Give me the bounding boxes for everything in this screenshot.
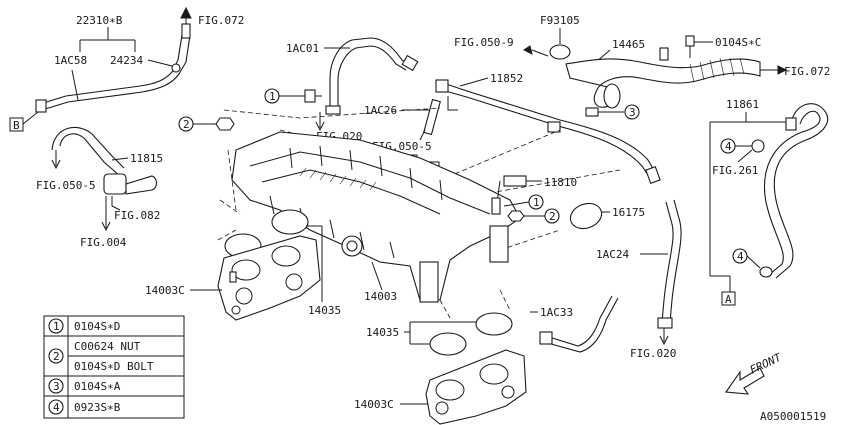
- label-fig004: FIG.004: [80, 236, 127, 249]
- ref-circle-1-upper: 1: [269, 90, 276, 103]
- label-16175: 16175: [612, 206, 645, 219]
- ref-circle-4-upper: 4: [725, 140, 732, 153]
- label-24234: 24234: [110, 54, 143, 67]
- legend-num-1: 1: [53, 320, 60, 333]
- ref-circle-2-upper: 2: [183, 118, 190, 131]
- label-14035-upper: 14035: [308, 304, 341, 317]
- bolt-callout-1-upper: 1: [264, 88, 322, 104]
- throttle-body-lower: 14035 14003C: [354, 289, 527, 425]
- gasket-16175: 16175: [569, 202, 645, 230]
- label-front: FRONT: [748, 350, 785, 376]
- ref-circle-4-lower: 4: [737, 250, 744, 263]
- ref-b-left: B: [13, 119, 20, 132]
- nut-callout-2-lower: 2: [507, 208, 560, 224]
- bolt-callout-3: 3: [585, 104, 640, 120]
- label-1ac24: 1AC24: [596, 248, 629, 261]
- ref-circle-1-lower: 1: [533, 196, 540, 209]
- legend-text-2b: 0104S∗D BOLT: [74, 360, 154, 373]
- label-1ac26: 1AC26: [364, 104, 397, 117]
- hose-11861: 11861 4 FIG.261 4 A: [709, 98, 829, 306]
- label-14003c-lower: 14003C: [354, 398, 394, 411]
- label-14035-lower: 14035: [366, 326, 399, 339]
- legend-text-1: 0104S∗D: [74, 320, 120, 333]
- air-intake-hose-14465: F93105 FIG.050-9 14465 0104S∗C FIG.072: [454, 14, 830, 109]
- label-0104sc: 0104S∗C: [715, 36, 761, 49]
- label-14465: 14465: [612, 38, 645, 51]
- label-1ac58: 1AC58: [54, 54, 87, 67]
- label-11861: 11861: [726, 98, 759, 111]
- diagram-id: A050001519: [760, 410, 826, 423]
- throttle-body-upper: 14003C 14035: [145, 199, 341, 321]
- ref-box-b-left: [9, 117, 24, 132]
- hose-11815: 11815 FIG.050-5 FIG.082 FIG.004: [36, 126, 163, 249]
- ref-a-right: A: [725, 293, 732, 306]
- legend-text-3: 0104S∗A: [74, 380, 121, 393]
- label-fig261: FIG.261: [712, 164, 758, 177]
- label-fig050-5-left: FIG.050-5: [36, 179, 96, 192]
- pipe-1ac24: 1AC24 FIG.020: [596, 199, 682, 360]
- label-1ac01: 1AC01: [286, 42, 319, 55]
- hose-11852: 11852: [435, 72, 661, 184]
- front-direction-arrow: FRONT: [725, 350, 785, 395]
- legend-num-2: 2: [53, 350, 60, 363]
- legend-num-4: 4: [53, 401, 60, 414]
- label-14003c-upper: 14003C: [145, 284, 185, 297]
- label-fig050-9: FIG.050-9: [454, 36, 514, 49]
- legend-text-4: 0923S∗B: [74, 401, 121, 414]
- label-1ac33: 1AC33: [540, 306, 573, 319]
- label-fig072-right: FIG.072: [784, 65, 830, 78]
- bolt-callout-1-lower: 1: [503, 194, 544, 210]
- label-11815: 11815: [130, 152, 163, 165]
- label-f93105: F93105: [540, 14, 580, 27]
- label-14003: 14003: [364, 290, 397, 303]
- legend-text-2a: C00624 NUT: [74, 340, 141, 353]
- label-22310b: 22310∗B: [76, 14, 123, 27]
- label-fig020-lower: FIG.020: [630, 347, 676, 360]
- label-fig072-top: FIG.072: [198, 14, 244, 27]
- pipe-1ac33: 1AC33: [530, 295, 619, 353]
- legend-num-3: 3: [53, 380, 60, 393]
- ref-circle-2-lower: 2: [549, 210, 556, 223]
- nut-callout-2-upper: 2: [178, 116, 235, 132]
- label-fig082: FIG.082: [114, 209, 160, 222]
- pcv-hose-assembly: 22310∗B 1AC58 24234 FIG.072 B: [9, 6, 244, 132]
- label-11810: 11810: [544, 176, 577, 189]
- fastener-legend-table: 1 0104S∗D 2 C00624 NUT 0104S∗D BOLT 3 01…: [43, 315, 185, 419]
- ref-circle-3: 3: [629, 106, 636, 119]
- ref-box-a-right: [721, 291, 736, 306]
- sensor-11810: 11810: [491, 175, 577, 215]
- label-11852: 11852: [490, 72, 523, 85]
